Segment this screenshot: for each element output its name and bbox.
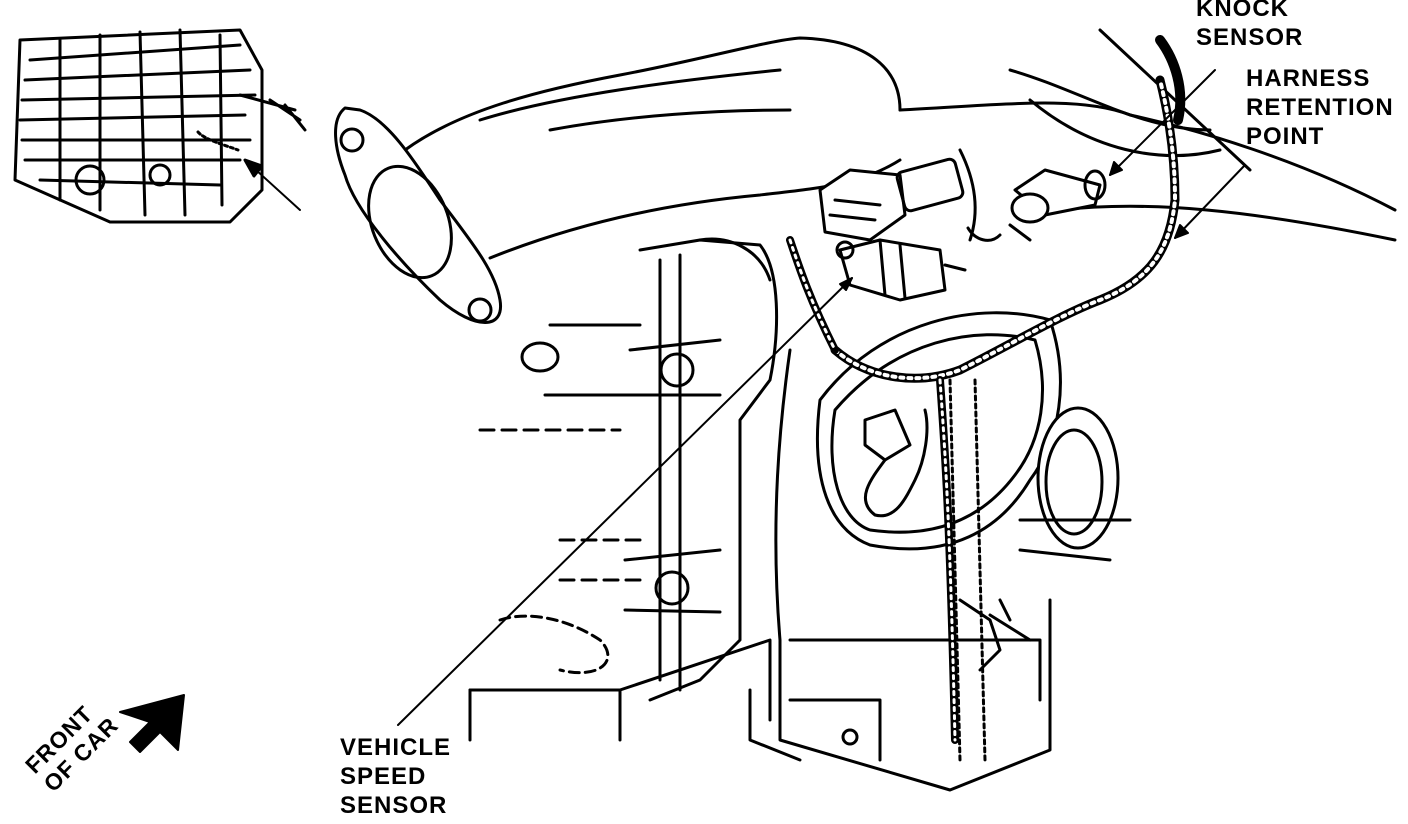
engine-housing [468, 237, 779, 742]
leader-lines [397, 69, 1246, 726]
harness-connector-lower [863, 408, 929, 518]
harness-retention-point-label: HARNESS RETENTION POINT [1246, 64, 1394, 151]
gasket-flange [334, 106, 503, 324]
harness-retention-label-line: POINT [1246, 123, 1325, 150]
harness-retention-label-line: HARNESS [1246, 65, 1371, 92]
vehicle-speed-sensor-label: VEHICLE SPEED SENSOR [340, 733, 451, 820]
harness-retention-label-line: RETENTION [1246, 94, 1394, 121]
vehicle-speed-sensor-label-line: SPEED [340, 763, 427, 790]
leader-harness-retention [1174, 164, 1246, 239]
knock-sensor [966, 168, 1107, 242]
harness-connector-upper [818, 148, 977, 242]
knock-sensor-label: KNOCK SENSOR [1196, 0, 1303, 52]
wiring-harness [786, 35, 1186, 744]
leader-knock-sensor [1109, 69, 1216, 176]
leader-vehicle-speed-sensor [397, 277, 853, 726]
exhaust-tube [403, 28, 1397, 260]
vehicle-speed-sensor [835, 238, 967, 302]
front-arrow-icon [119, 694, 185, 753]
vehicle-speed-sensor-label-line: VEHICLE [340, 734, 452, 761]
knock-sensor-label-line: KNOCK [1196, 0, 1289, 22]
knock-sensor-label-line: SENSOR [1196, 24, 1304, 51]
vehicle-speed-sensor-label-line: SENSOR [340, 792, 448, 819]
engine-inset [13, 28, 307, 224]
